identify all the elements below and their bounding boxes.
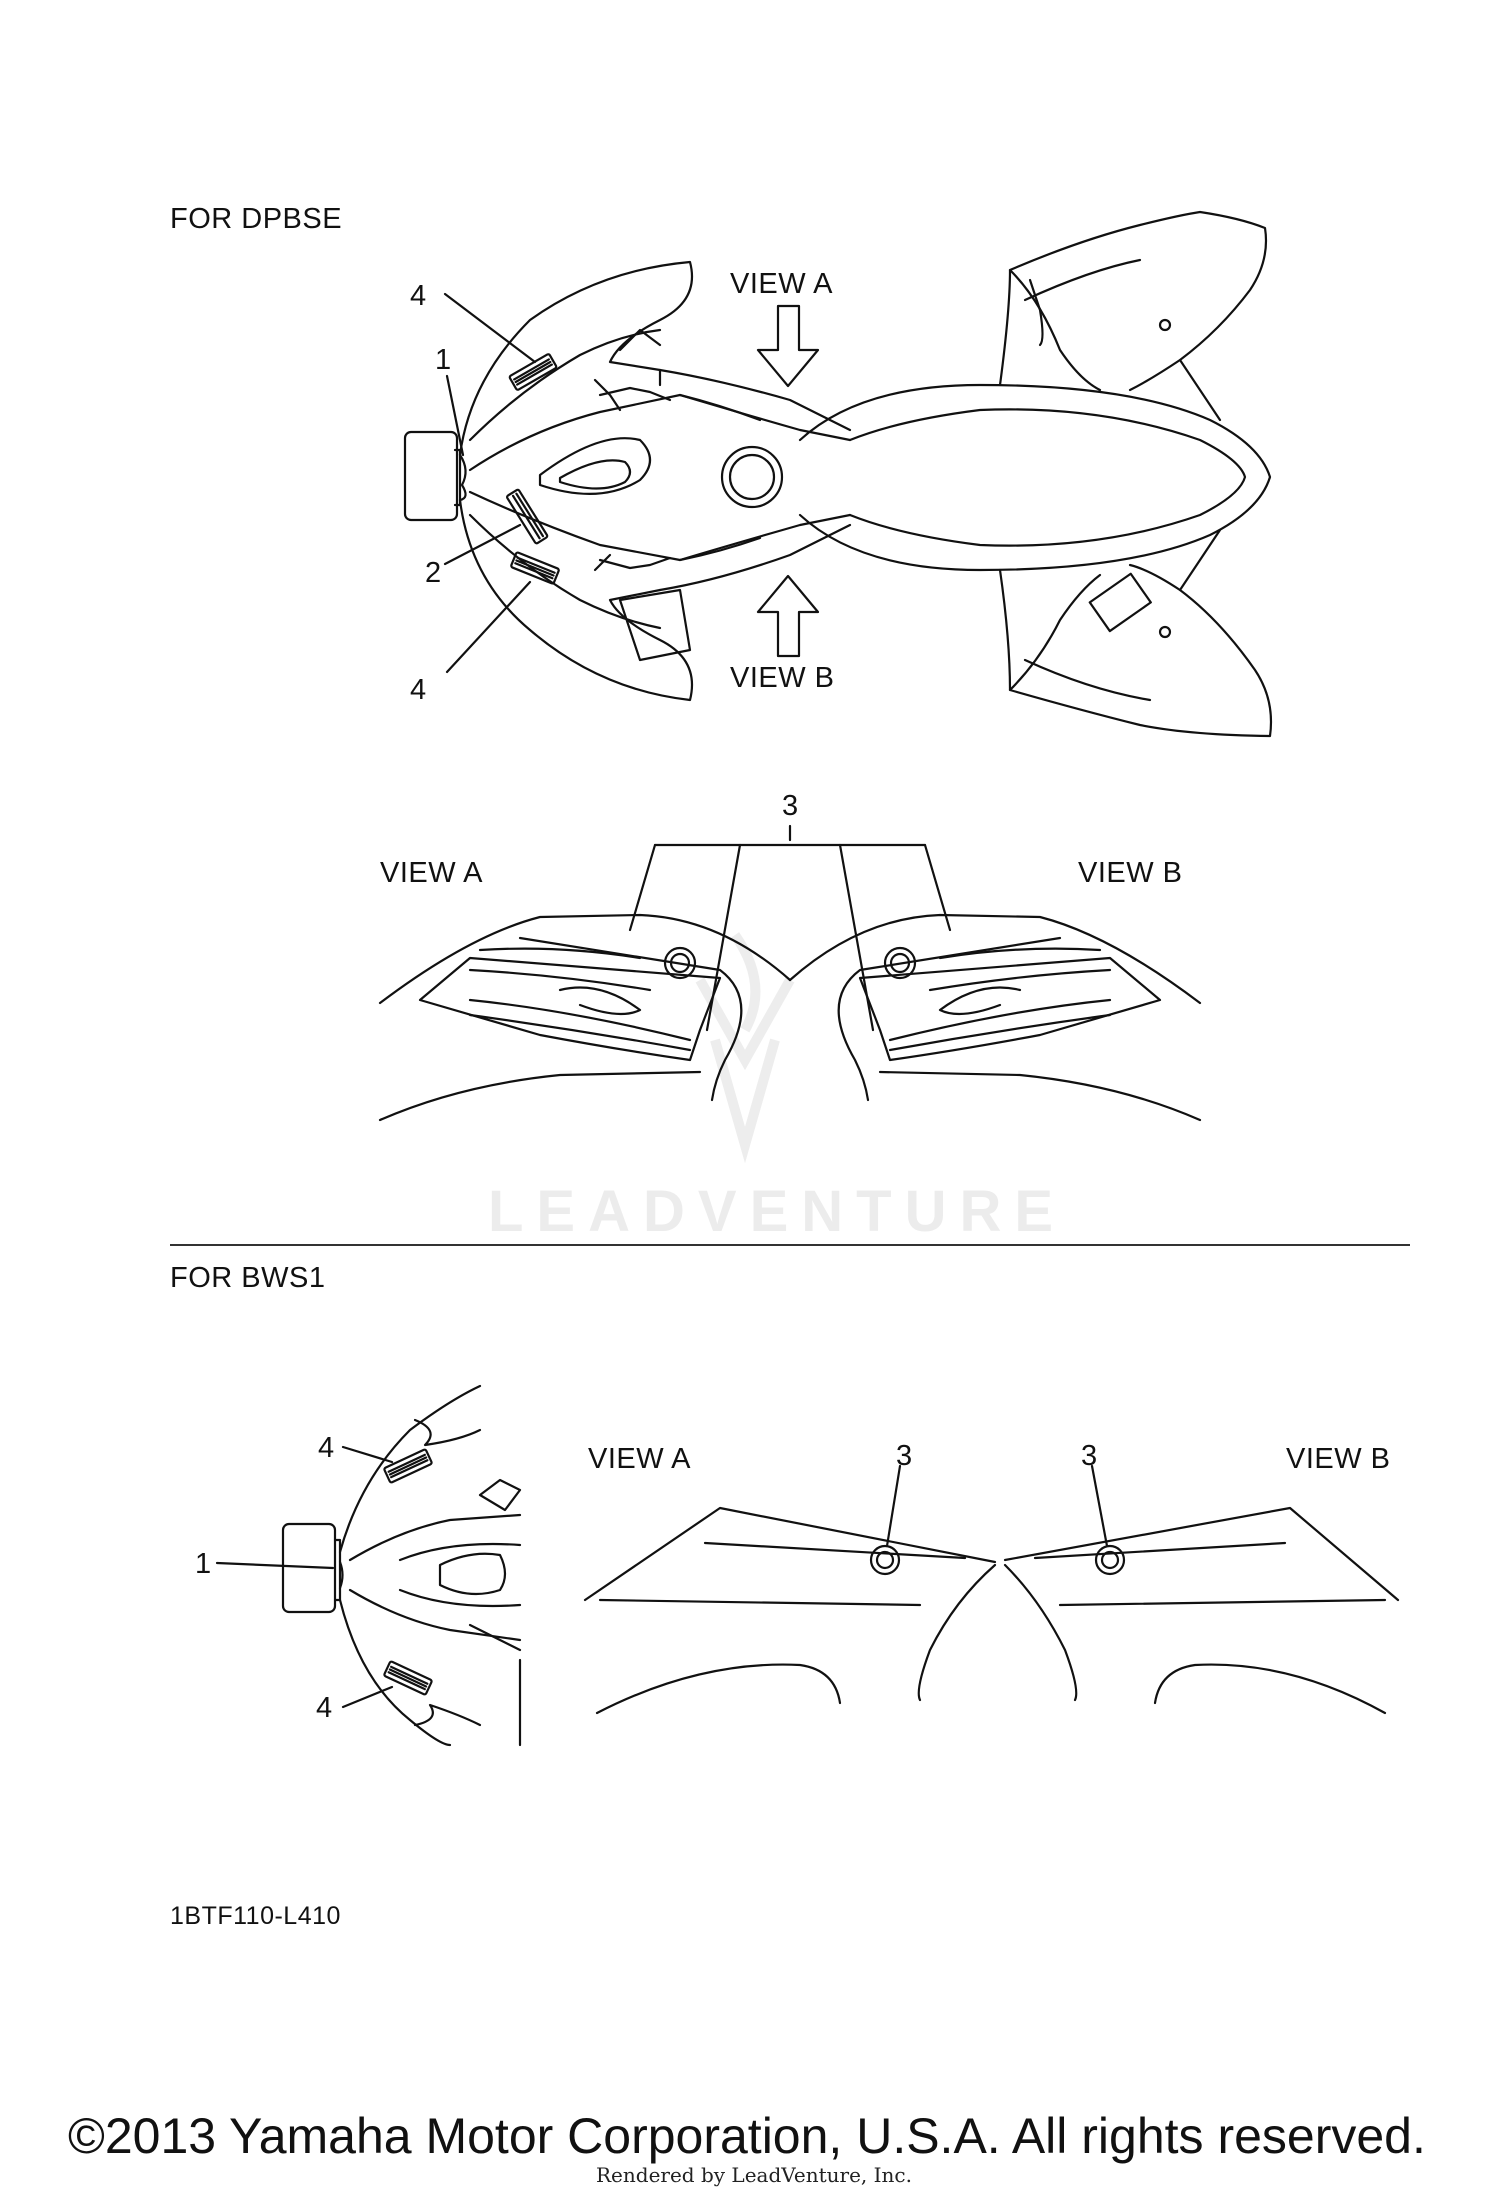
callout-3: 3	[782, 790, 799, 822]
bws1-view-b-label: VIEW B	[1286, 1443, 1391, 1475]
bws1-callout-4-bottom: 4	[316, 1692, 333, 1724]
callout-4-top: 4	[410, 280, 427, 312]
bws1-callout-3-b: 3	[1081, 1440, 1098, 1472]
view-a-arrow-label: VIEW A	[730, 268, 833, 300]
view-b-arrow-label: VIEW B	[730, 662, 835, 694]
bws1-callout-4-top: 4	[318, 1432, 335, 1464]
section-divider	[170, 1244, 1410, 1246]
view-b-label: VIEW B	[1078, 857, 1183, 889]
callout-2: 2	[425, 557, 442, 589]
watermark-text: LEADVENTURE	[488, 1179, 1067, 1244]
bws1-callout-3-a: 3	[896, 1440, 913, 1472]
view-a-label: VIEW A	[380, 857, 483, 889]
diagram-code: 1BTF110-L410	[170, 1902, 341, 1930]
section-title-dpbse: FOR DPBSE	[170, 203, 343, 235]
callout-4-bottom: 4	[410, 674, 427, 706]
section-title-bws1: FOR BWS1	[170, 1262, 326, 1294]
bws1-callout-1: 1	[195, 1548, 212, 1580]
callout-1: 1	[435, 344, 452, 376]
rendered-by-note: Rendered by LeadVenture, Inc.	[596, 2163, 912, 2187]
bws1-view-a-label: VIEW A	[588, 1443, 691, 1475]
copyright-notice: ©2013 Yamaha Motor Corporation, U.S.A. A…	[68, 2108, 1426, 2164]
